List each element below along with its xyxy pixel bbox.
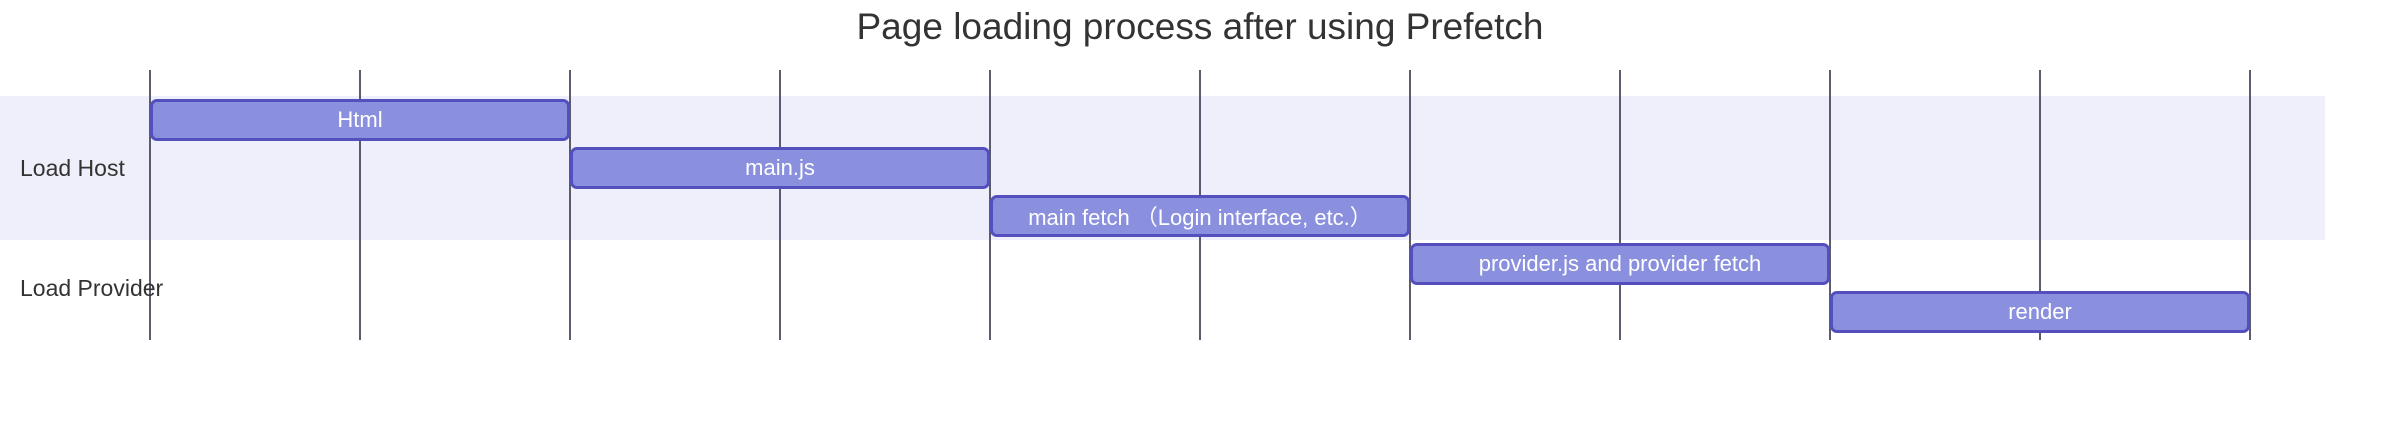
task-label-main-js: main.js bbox=[745, 155, 815, 180]
grid-line bbox=[569, 70, 571, 340]
section-label-load-provider: Load Provider bbox=[20, 275, 164, 301]
task-bar-provider-js-fetch: provider.js and provider fetch bbox=[1410, 243, 1830, 285]
grid-line bbox=[149, 70, 151, 340]
grid-line bbox=[779, 70, 781, 340]
grid-line bbox=[1409, 70, 1411, 340]
chart-title: Page loading process after using Prefetc… bbox=[856, 6, 1544, 47]
task-bar-main-js: main.js bbox=[570, 147, 990, 189]
task-label-render: render bbox=[2008, 299, 2072, 324]
task-bar-main-fetch: main fetch （Login interface, etc.） bbox=[990, 195, 1410, 237]
task-label-main-fetch: main fetch （Login interface, etc.） bbox=[1028, 205, 1372, 230]
grid-line bbox=[359, 70, 361, 340]
section-label-load-host: Load Host bbox=[20, 155, 125, 181]
grid-line bbox=[1619, 70, 1621, 340]
grid-line bbox=[2039, 70, 2041, 340]
task-label-provider-js-fetch: provider.js and provider fetch bbox=[1478, 251, 1762, 276]
task-bar-html: Html bbox=[150, 99, 570, 141]
task-bar-render: render bbox=[1830, 291, 2250, 333]
grid-line bbox=[1829, 70, 1831, 340]
task-label-html: Html bbox=[337, 107, 383, 132]
grid-line bbox=[2249, 70, 2251, 340]
